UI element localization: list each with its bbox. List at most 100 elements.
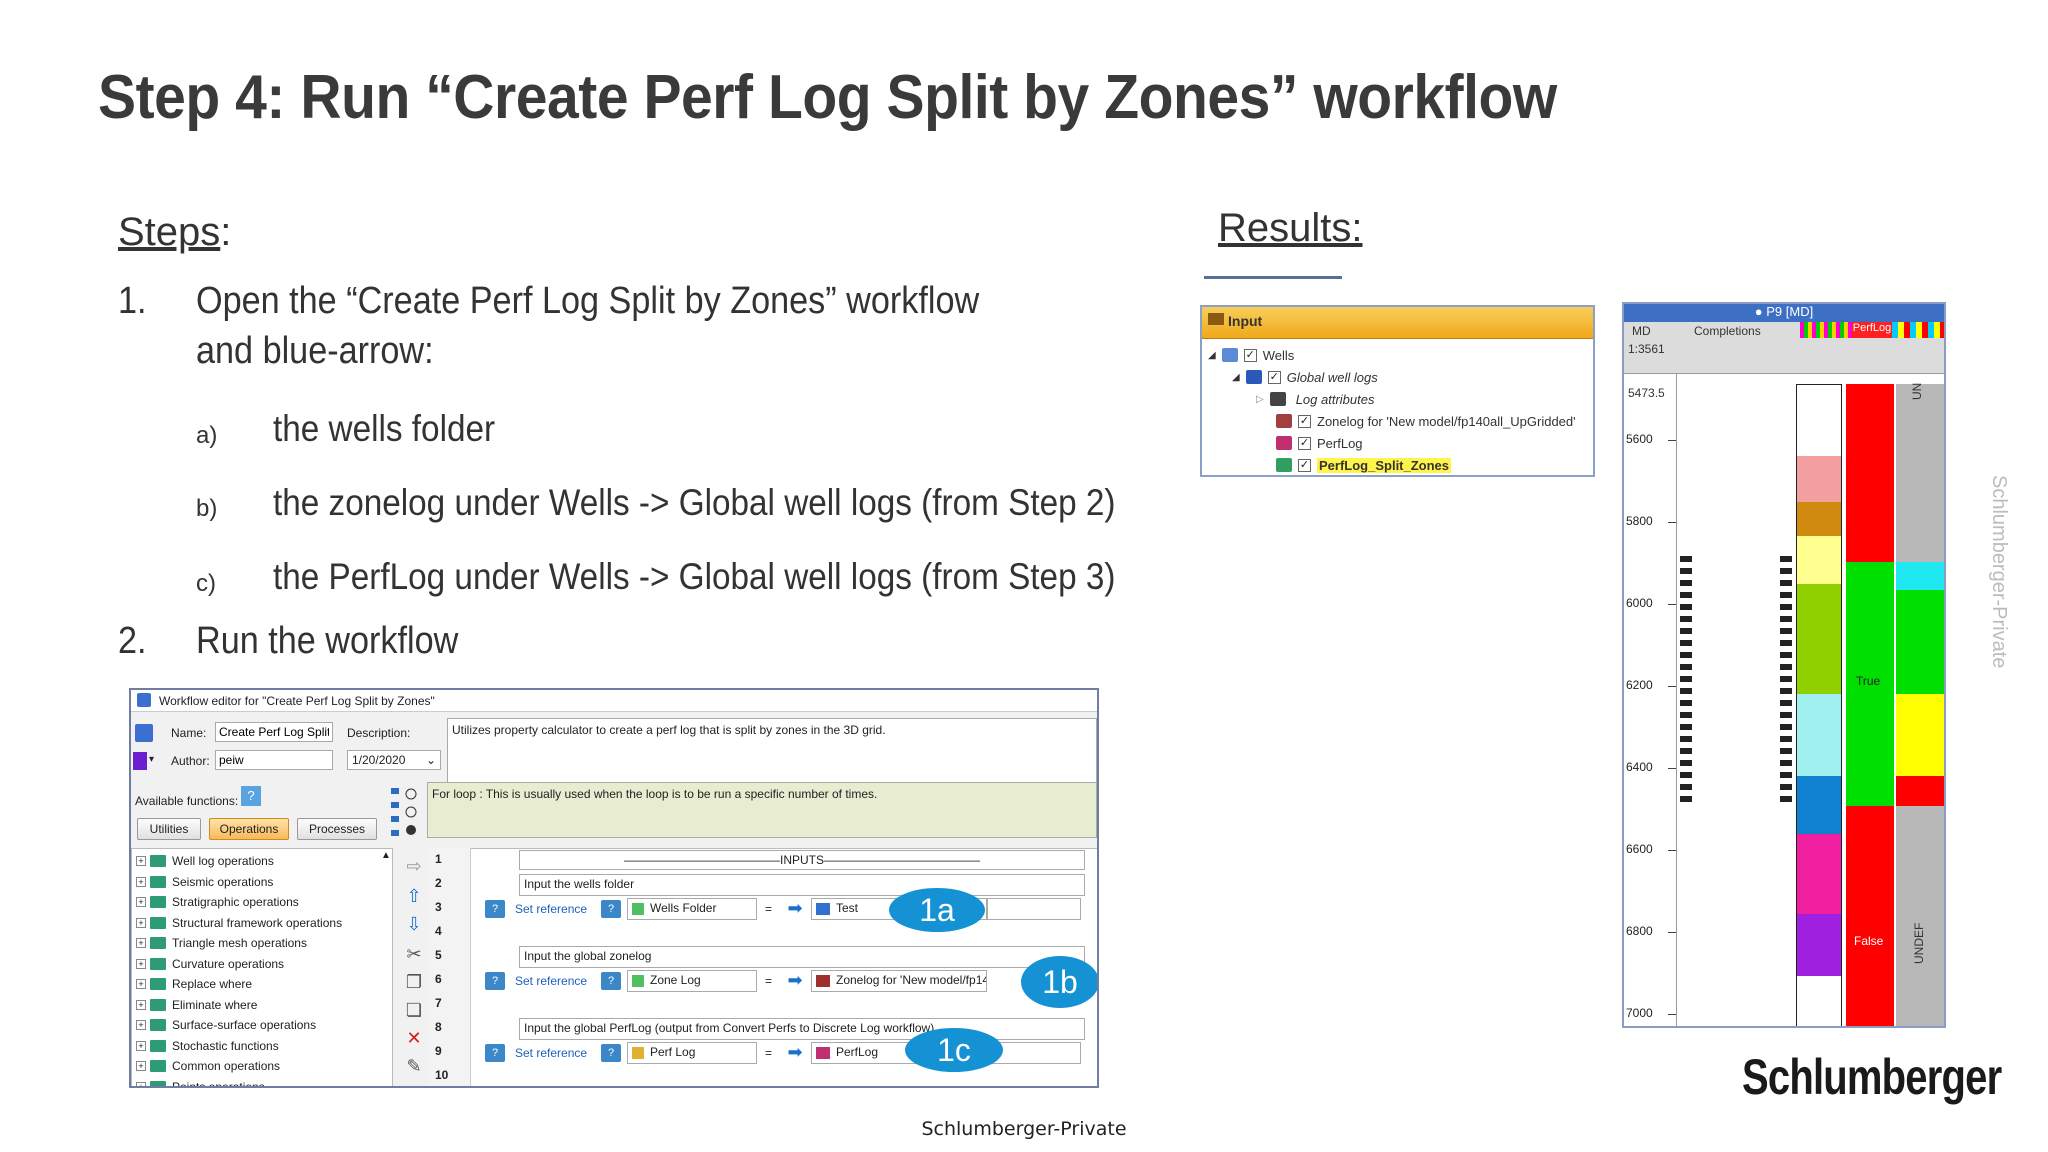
- perflog-icon: [1276, 436, 1292, 450]
- folder-icon: [150, 855, 166, 867]
- split-zone-band: [1896, 694, 1944, 776]
- function-list[interactable]: +Well log operations+Seismic operations+…: [131, 848, 393, 1086]
- comment-zonelog[interactable]: Input the global zonelog: [519, 946, 1085, 968]
- zonelog-reference-field[interactable]: Zonelog for 'New model/fp14: [811, 970, 987, 992]
- expand-icon: +: [136, 1040, 146, 1051]
- depth-tick-label: 5600: [1626, 432, 1653, 446]
- date-picker[interactable]: 1/20/2020⌄: [347, 750, 441, 770]
- function-list-item[interactable]: +Common operations: [136, 1056, 280, 1076]
- cut-icon[interactable]: ✂: [406, 943, 422, 964]
- input-tree-title: Input: [1228, 313, 1263, 329]
- comment-perflog[interactable]: Input the global PerfLog (output from Co…: [519, 1018, 1085, 1040]
- un-label: UN: [1910, 382, 1924, 400]
- depth-tick-mark: [1668, 686, 1676, 687]
- function-list-item[interactable]: +Triangle mesh operations: [136, 933, 307, 953]
- color-dropdown-icon[interactable]: ▾: [149, 754, 155, 765]
- function-list-item[interactable]: +Eliminate where: [136, 995, 257, 1015]
- expand-icon: +: [136, 1061, 146, 1071]
- depth-tick-label: 5800: [1626, 514, 1653, 528]
- set-reference-label[interactable]: Set reference: [515, 974, 588, 988]
- zone-log-variable[interactable]: Zone Log: [627, 970, 757, 992]
- folder-icon: [150, 896, 166, 908]
- delete-icon[interactable]: ✕: [406, 1027, 422, 1048]
- copy-icon[interactable]: ❐: [405, 971, 423, 992]
- move-up-icon[interactable]: ⇧: [406, 885, 422, 906]
- variable-type-icon[interactable]: ?: [601, 900, 621, 918]
- tree-item-wells[interactable]: ◢✓Wells: [1208, 347, 1295, 363]
- set-reference-icon[interactable]: ?: [485, 1044, 505, 1062]
- color-swatch[interactable]: [133, 752, 147, 770]
- line-number: 6: [435, 972, 442, 986]
- zonelog-header-swatch: [1800, 322, 1852, 338]
- variable-type-icon[interactable]: ?: [601, 972, 621, 990]
- tree-item-perflog-split-zones[interactable]: ✓PerfLog_Split_Zones: [1276, 455, 1452, 475]
- line-number: 2: [435, 876, 442, 890]
- tab-operations[interactable]: Operations: [209, 818, 289, 840]
- completions-label: Completions: [1694, 324, 1761, 338]
- well-section-panel: ● P9 [MD] MD 1:3561 Completions PerfLog …: [1622, 302, 1946, 1028]
- slide-title: Step 4: Run “Create Perf Log Split by Zo…: [98, 63, 1557, 132]
- paste-icon[interactable]: ❏: [405, 999, 423, 1020]
- function-list-item[interactable]: +Structural framework operations: [136, 913, 342, 933]
- zonelog-checkbox: ✓: [1298, 414, 1311, 428]
- line-number: 4: [435, 924, 442, 938]
- set-reference-icon[interactable]: ?: [485, 972, 505, 990]
- blue-arrow-icon[interactable]: ➡: [787, 898, 803, 918]
- set-reference-icon[interactable]: ?: [485, 900, 505, 918]
- depth-tick-mark: [1668, 850, 1676, 851]
- expand-icon: +: [136, 958, 146, 969]
- global-well-logs-checkbox: ✓: [1267, 370, 1281, 384]
- tab-processes[interactable]: Processes: [297, 818, 377, 840]
- step2-number: 2.: [118, 620, 147, 662]
- tab-utilities[interactable]: Utilities: [137, 818, 201, 840]
- sub-a-text: the wells folder: [273, 408, 496, 449]
- perf-true-band: [1846, 562, 1894, 806]
- function-list-item[interactable]: +Points operations: [136, 1077, 265, 1086]
- line-number: 1: [435, 852, 442, 866]
- zone-band: [1797, 536, 1841, 584]
- function-list-item[interactable]: +Curvature operations: [136, 954, 284, 974]
- sub-b-text: the zonelog under Wells -> Global well l…: [273, 482, 1116, 523]
- zone-band: [1797, 914, 1841, 976]
- set-reference-label[interactable]: Set reference: [515, 1046, 588, 1060]
- expand-icon: +: [136, 1020, 146, 1030]
- function-list-item[interactable]: +Stochastic functions: [136, 1036, 279, 1056]
- tree-item-log-attributes[interactable]: ▷Log attributes: [1256, 391, 1375, 407]
- function-list-item[interactable]: +Replace where: [136, 974, 252, 994]
- tree-item-global-well-logs[interactable]: ◢✓Global well logs: [1232, 369, 1378, 385]
- depth-tick-mark: [1668, 1014, 1676, 1015]
- folder-icon: [150, 875, 166, 888]
- set-reference-label[interactable]: Set reference: [515, 902, 588, 916]
- edit-icon[interactable]: ✎: [406, 1055, 422, 1076]
- depth-tick-mark: [1668, 768, 1676, 769]
- zone-band: [1797, 502, 1841, 536]
- scroll-up-icon[interactable]: ▲: [381, 850, 391, 861]
- wells-extra-field[interactable]: [987, 898, 1081, 920]
- footer-classification: Schlumberger-Private: [921, 1118, 1127, 1140]
- depth-tick-label: 6400: [1626, 760, 1653, 774]
- wells-folder-variable[interactable]: Wells Folder: [627, 898, 757, 920]
- blue-arrow-icon[interactable]: ➡: [787, 1042, 803, 1062]
- loop-structure-icon[interactable]: [389, 786, 419, 836]
- function-list-item[interactable]: +Surface-surface operations: [136, 1015, 316, 1035]
- blue-arrow-icon[interactable]: ➡: [787, 970, 803, 990]
- function-list-item[interactable]: +Stratigraphic operations: [136, 892, 299, 912]
- workflow-name-input[interactable]: [215, 722, 333, 742]
- function-list-item[interactable]: +Well log operations: [136, 851, 274, 871]
- perf-log-variable[interactable]: Perf Log: [627, 1042, 757, 1064]
- tree-item-zonelog[interactable]: ✓Zonelog for 'New model/fp140all_UpGridd…: [1276, 411, 1576, 431]
- comment-wells[interactable]: Input the wells folder: [519, 874, 1085, 896]
- line-number: 7: [435, 996, 442, 1010]
- split-zone-band: [1896, 562, 1944, 590]
- expand-icon: +: [136, 938, 146, 948]
- true-label: True: [1856, 674, 1881, 688]
- function-list-item[interactable]: +Seismic operations: [136, 872, 273, 892]
- author-input[interactable]: [215, 750, 333, 770]
- results-underline-rule: [1204, 276, 1342, 279]
- tree-item-perflog[interactable]: ✓PerfLog: [1276, 433, 1363, 453]
- move-down-icon[interactable]: ⇩: [406, 913, 422, 934]
- perf-false-band: [1846, 384, 1894, 562]
- help-icon[interactable]: ?: [241, 786, 261, 806]
- insert-arrow-icon[interactable]: ⇨: [406, 855, 422, 876]
- variable-type-icon[interactable]: ?: [601, 1044, 621, 1062]
